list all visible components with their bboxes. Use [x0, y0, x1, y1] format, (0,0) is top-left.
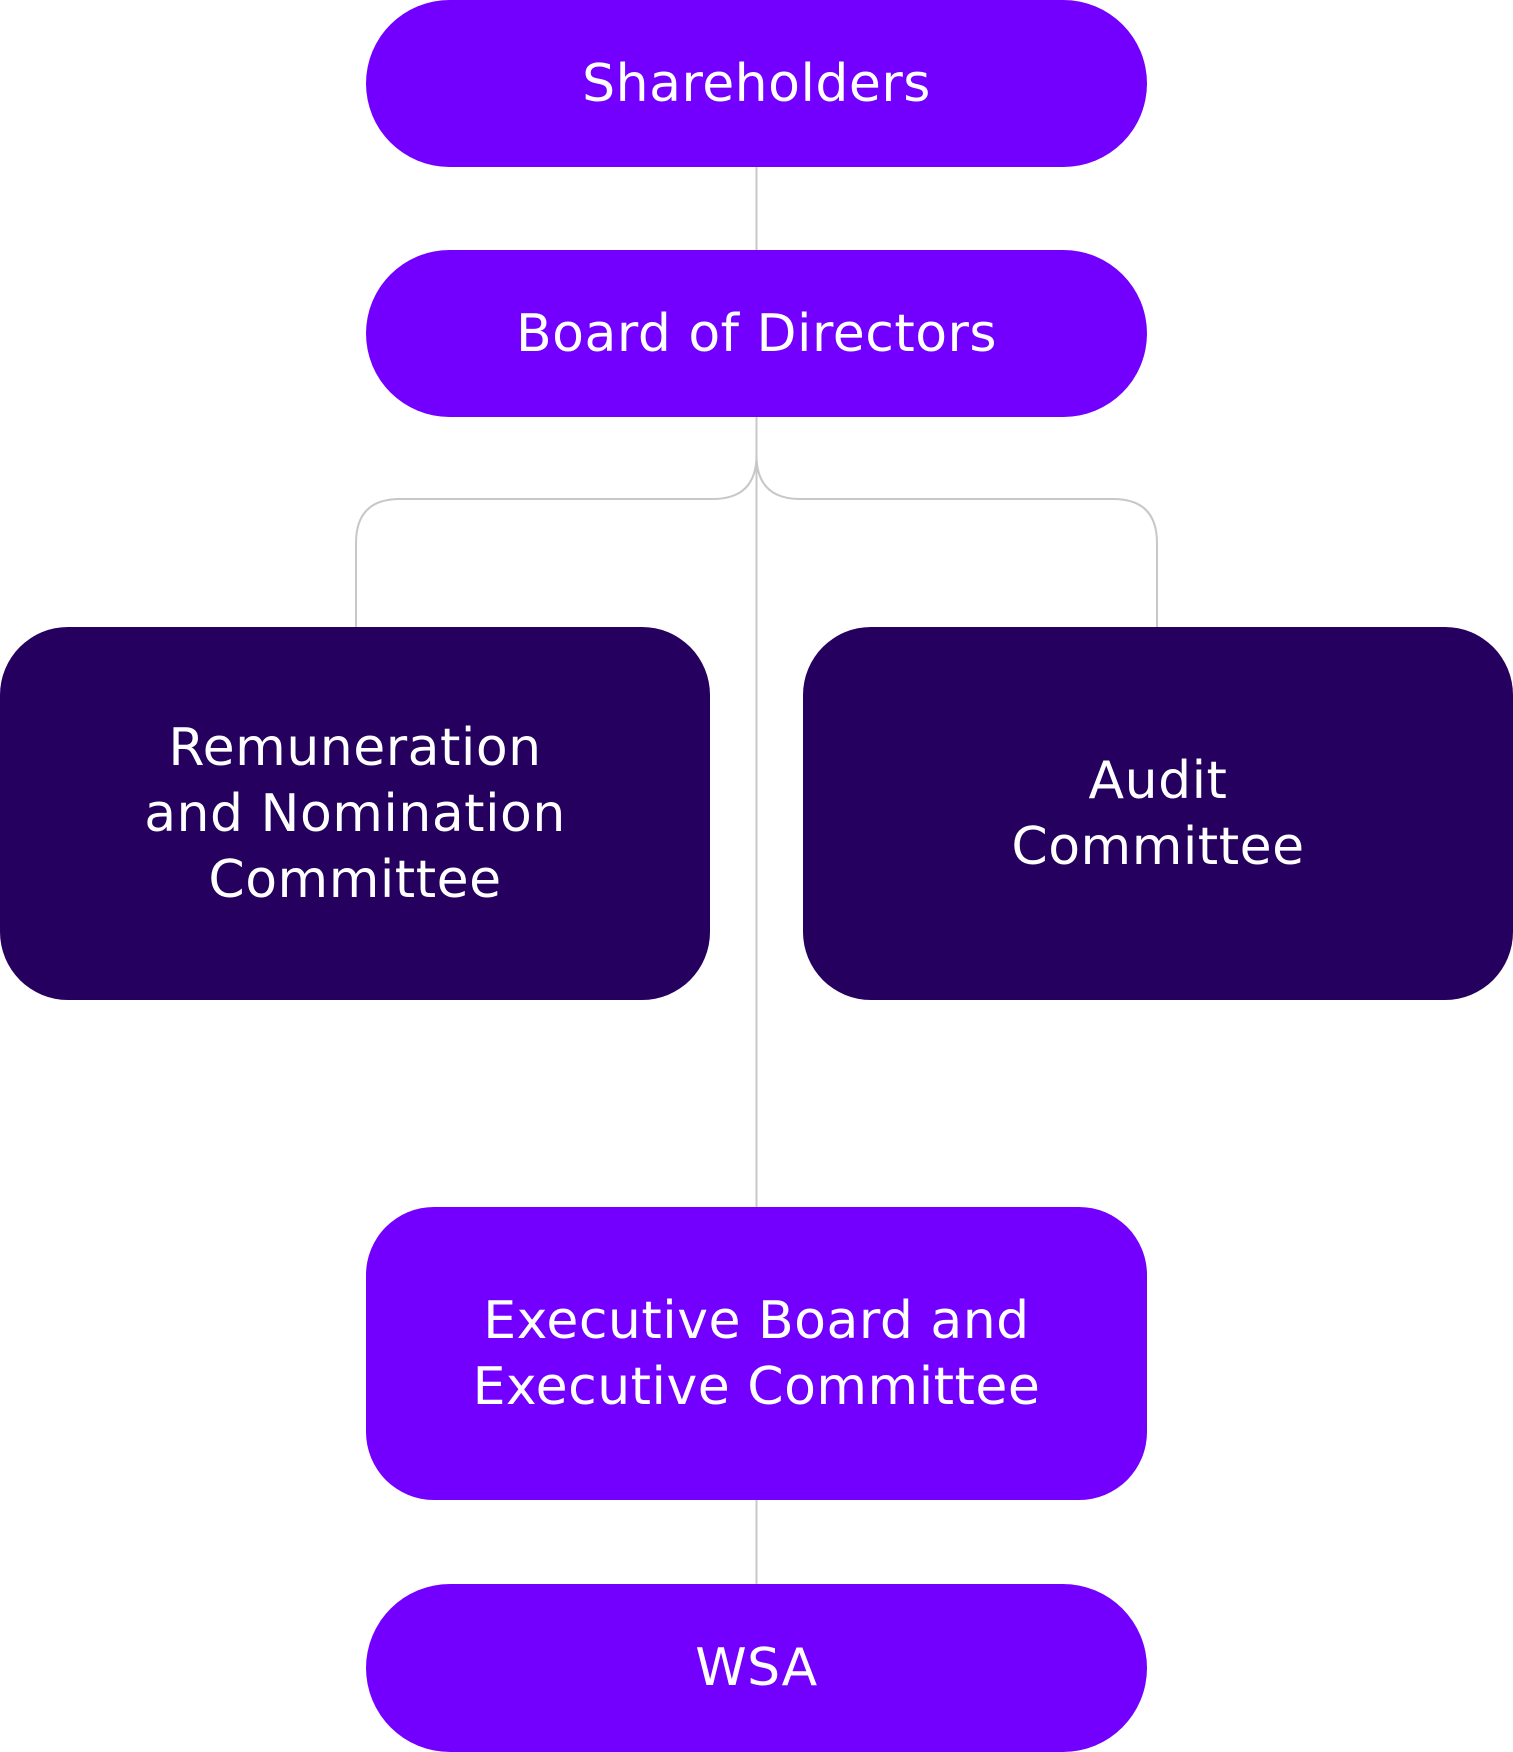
connector-board-audit	[755, 417, 1158, 627]
connector-board-remuneration	[355, 417, 758, 627]
node-remuneration-and-nomination-committee: Remuneration and Nomination Committee	[0, 627, 710, 1000]
node-shareholders: Shareholders	[366, 0, 1147, 167]
node-wsa: WSA	[366, 1584, 1147, 1752]
node-executive-board-and-committee: Executive Board and Executive Committee	[366, 1207, 1147, 1500]
node-audit-committee: Audit Committee	[803, 627, 1513, 1000]
node-board-of-directors: Board of Directors	[366, 250, 1147, 417]
